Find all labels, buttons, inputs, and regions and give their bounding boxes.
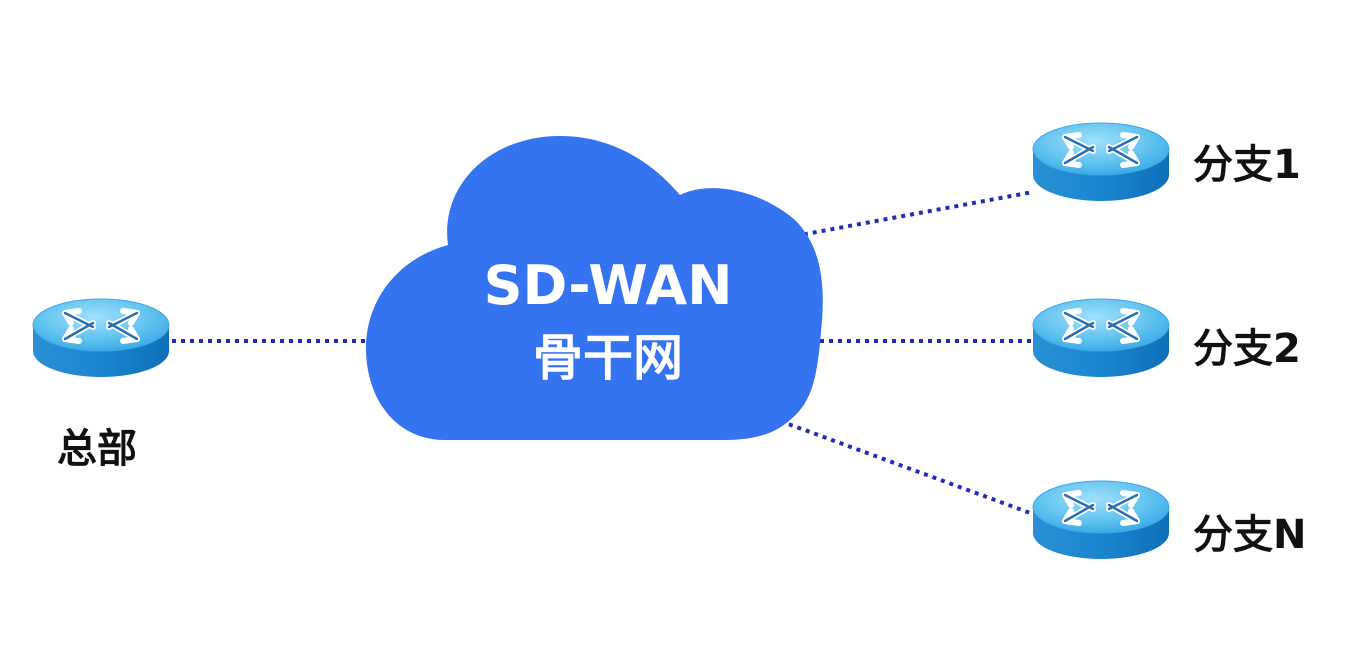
branch-node-2: 分支2 — [1033, 299, 1301, 377]
router-icon — [1033, 481, 1169, 559]
router-icon — [1033, 123, 1169, 201]
branch-node-1: 分支1 — [1033, 123, 1301, 201]
branch-label-2: 分支2 — [1193, 326, 1301, 372]
cloud-title: SD-WAN — [484, 254, 733, 317]
router-icon — [1033, 299, 1169, 377]
branch-label-n: 分支N — [1193, 512, 1306, 558]
link-cloud-branch-1 — [794, 190, 1034, 238]
branch-node-n: 分支N — [1033, 481, 1306, 559]
branch-label-1: 分支1 — [1193, 142, 1301, 188]
cloud-subtitle: 骨干网 — [533, 329, 683, 387]
cloud-shape — [366, 136, 823, 440]
router-icon — [33, 299, 169, 377]
sd-wan-cloud: SD-WAN 骨干网 — [366, 136, 823, 440]
headquarters-label: 总部 — [57, 426, 137, 472]
headquarters-node: 总部 — [33, 299, 169, 472]
link-cloud-branch-n — [771, 416, 1034, 516]
